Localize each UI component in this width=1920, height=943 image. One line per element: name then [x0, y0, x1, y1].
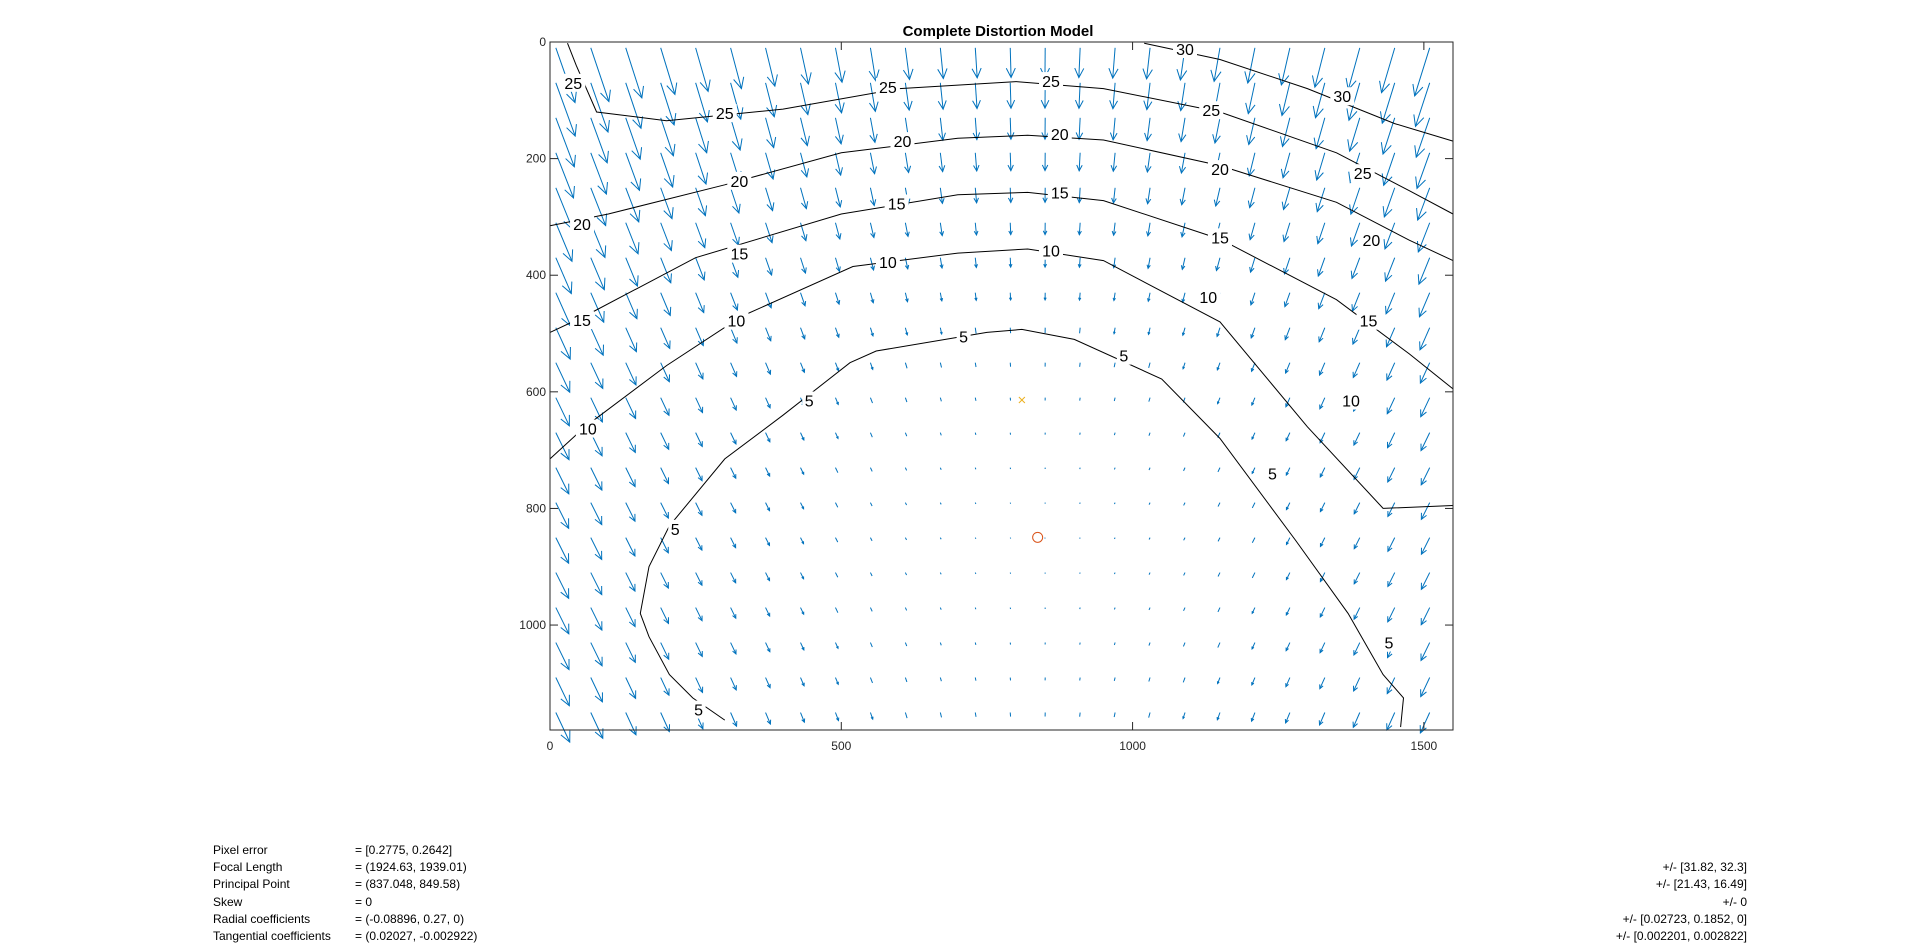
chart-title: Complete Distortion Model — [903, 23, 1094, 40]
contour-label: 10 — [579, 422, 597, 439]
arrow-shaft — [1010, 188, 1011, 203]
x-tick-label: 1500 — [1411, 739, 1438, 753]
distortion-arrow — [1114, 573, 1115, 574]
distortion-arrow — [975, 608, 976, 610]
contour-label: 30 — [1333, 89, 1351, 106]
arrow-shaft — [975, 503, 976, 504]
contour-label: 5 — [959, 329, 968, 346]
arrow-shaft — [975, 643, 976, 645]
arrow-shaft — [975, 433, 976, 435]
arrow-shaft — [975, 398, 976, 401]
contour-label: 5 — [1119, 349, 1128, 366]
contour-label: 20 — [1211, 162, 1229, 179]
y-tick-label: 200 — [526, 152, 546, 166]
distortion-arrow — [975, 503, 976, 504]
arrow-shaft — [975, 608, 976, 610]
contour-label: 15 — [1051, 185, 1069, 202]
y-tick-label: 400 — [526, 268, 546, 282]
arrow-shaft — [1114, 643, 1115, 645]
distortion-arrow — [975, 468, 976, 470]
distortion-arrow — [1114, 643, 1115, 645]
contour-label: 25 — [879, 80, 897, 97]
arrow-shaft — [975, 468, 976, 470]
arrow-shaft — [1114, 468, 1115, 470]
contour-label: 20 — [730, 174, 748, 191]
contour-label: 25 — [716, 106, 734, 123]
distortion-arrow — [1114, 538, 1115, 539]
contour-label: 15 — [730, 247, 748, 264]
arrow-shaft — [975, 573, 976, 574]
plot-area: 5 5 5 5 5 5 5 10 10 10 10 10 10 15 15 15 15 15 15 20 20 20 20 2… — [519, 35, 1453, 753]
contour-label: 20 — [573, 217, 591, 234]
contour-label: 10 — [1042, 244, 1060, 261]
contour-label: 10 — [728, 314, 746, 331]
distortion-arrow — [1080, 538, 1081, 539]
contour-label: 15 — [573, 313, 591, 330]
distortion-arrow — [1114, 468, 1115, 470]
arrow-shaft — [1114, 538, 1115, 539]
contour-label: 5 — [805, 394, 814, 411]
x-tick-label: 1000 — [1119, 739, 1146, 753]
distortion-arrow — [975, 643, 976, 645]
arrow-shaft — [1114, 433, 1115, 435]
arrow-shaft — [1114, 503, 1115, 504]
arrow-shaft — [1114, 608, 1115, 610]
arrow-shaft — [1010, 153, 1011, 171]
arrow-shaft — [1080, 328, 1081, 334]
distortion-arrow — [975, 538, 976, 539]
arrow-shaft — [975, 678, 976, 681]
contour-label: 30 — [1176, 42, 1194, 59]
contour-label: 10 — [1199, 290, 1217, 307]
contour-label: 5 — [671, 522, 680, 539]
distortion-arrow — [1114, 503, 1115, 504]
contour-label: 25 — [1202, 103, 1220, 120]
contour-label: 20 — [1363, 233, 1381, 250]
contour-label: 15 — [1211, 230, 1229, 247]
distortion-arrow — [975, 398, 976, 401]
distortion-arrow — [975, 433, 976, 435]
y-tick-label: 1000 — [519, 618, 546, 632]
distortion-arrow — [1114, 433, 1115, 435]
y-tick-label: 0 — [539, 35, 546, 49]
contour-label: 25 — [1042, 74, 1060, 91]
distortion-arrow — [1080, 328, 1081, 334]
contour-label: 20 — [1051, 127, 1069, 144]
contour-label: 5 — [694, 703, 703, 720]
y-tick-label: 600 — [526, 385, 546, 399]
distortion-arrow — [975, 678, 976, 681]
y-tick-label: 800 — [526, 501, 546, 515]
distortion-arrow — [1114, 608, 1115, 610]
contour-label: 20 — [894, 134, 912, 151]
contour-label: 15 — [888, 197, 906, 214]
contour-label: 10 — [879, 255, 897, 272]
contour-label: 10 — [1342, 394, 1360, 411]
arrow-shaft — [975, 538, 976, 539]
distortion-arrow — [975, 573, 976, 574]
arrow-shaft — [1080, 538, 1081, 539]
contour-label: 15 — [1360, 314, 1378, 331]
contour-label: 5 — [1384, 636, 1393, 653]
contour-label: 25 — [1354, 166, 1372, 183]
x-tick-label: 500 — [831, 739, 851, 753]
contour-label: 25 — [564, 76, 582, 93]
contour-label: 5 — [1268, 466, 1277, 483]
x-tick-label: 0 — [547, 739, 554, 753]
arrow-shaft — [1114, 573, 1115, 574]
